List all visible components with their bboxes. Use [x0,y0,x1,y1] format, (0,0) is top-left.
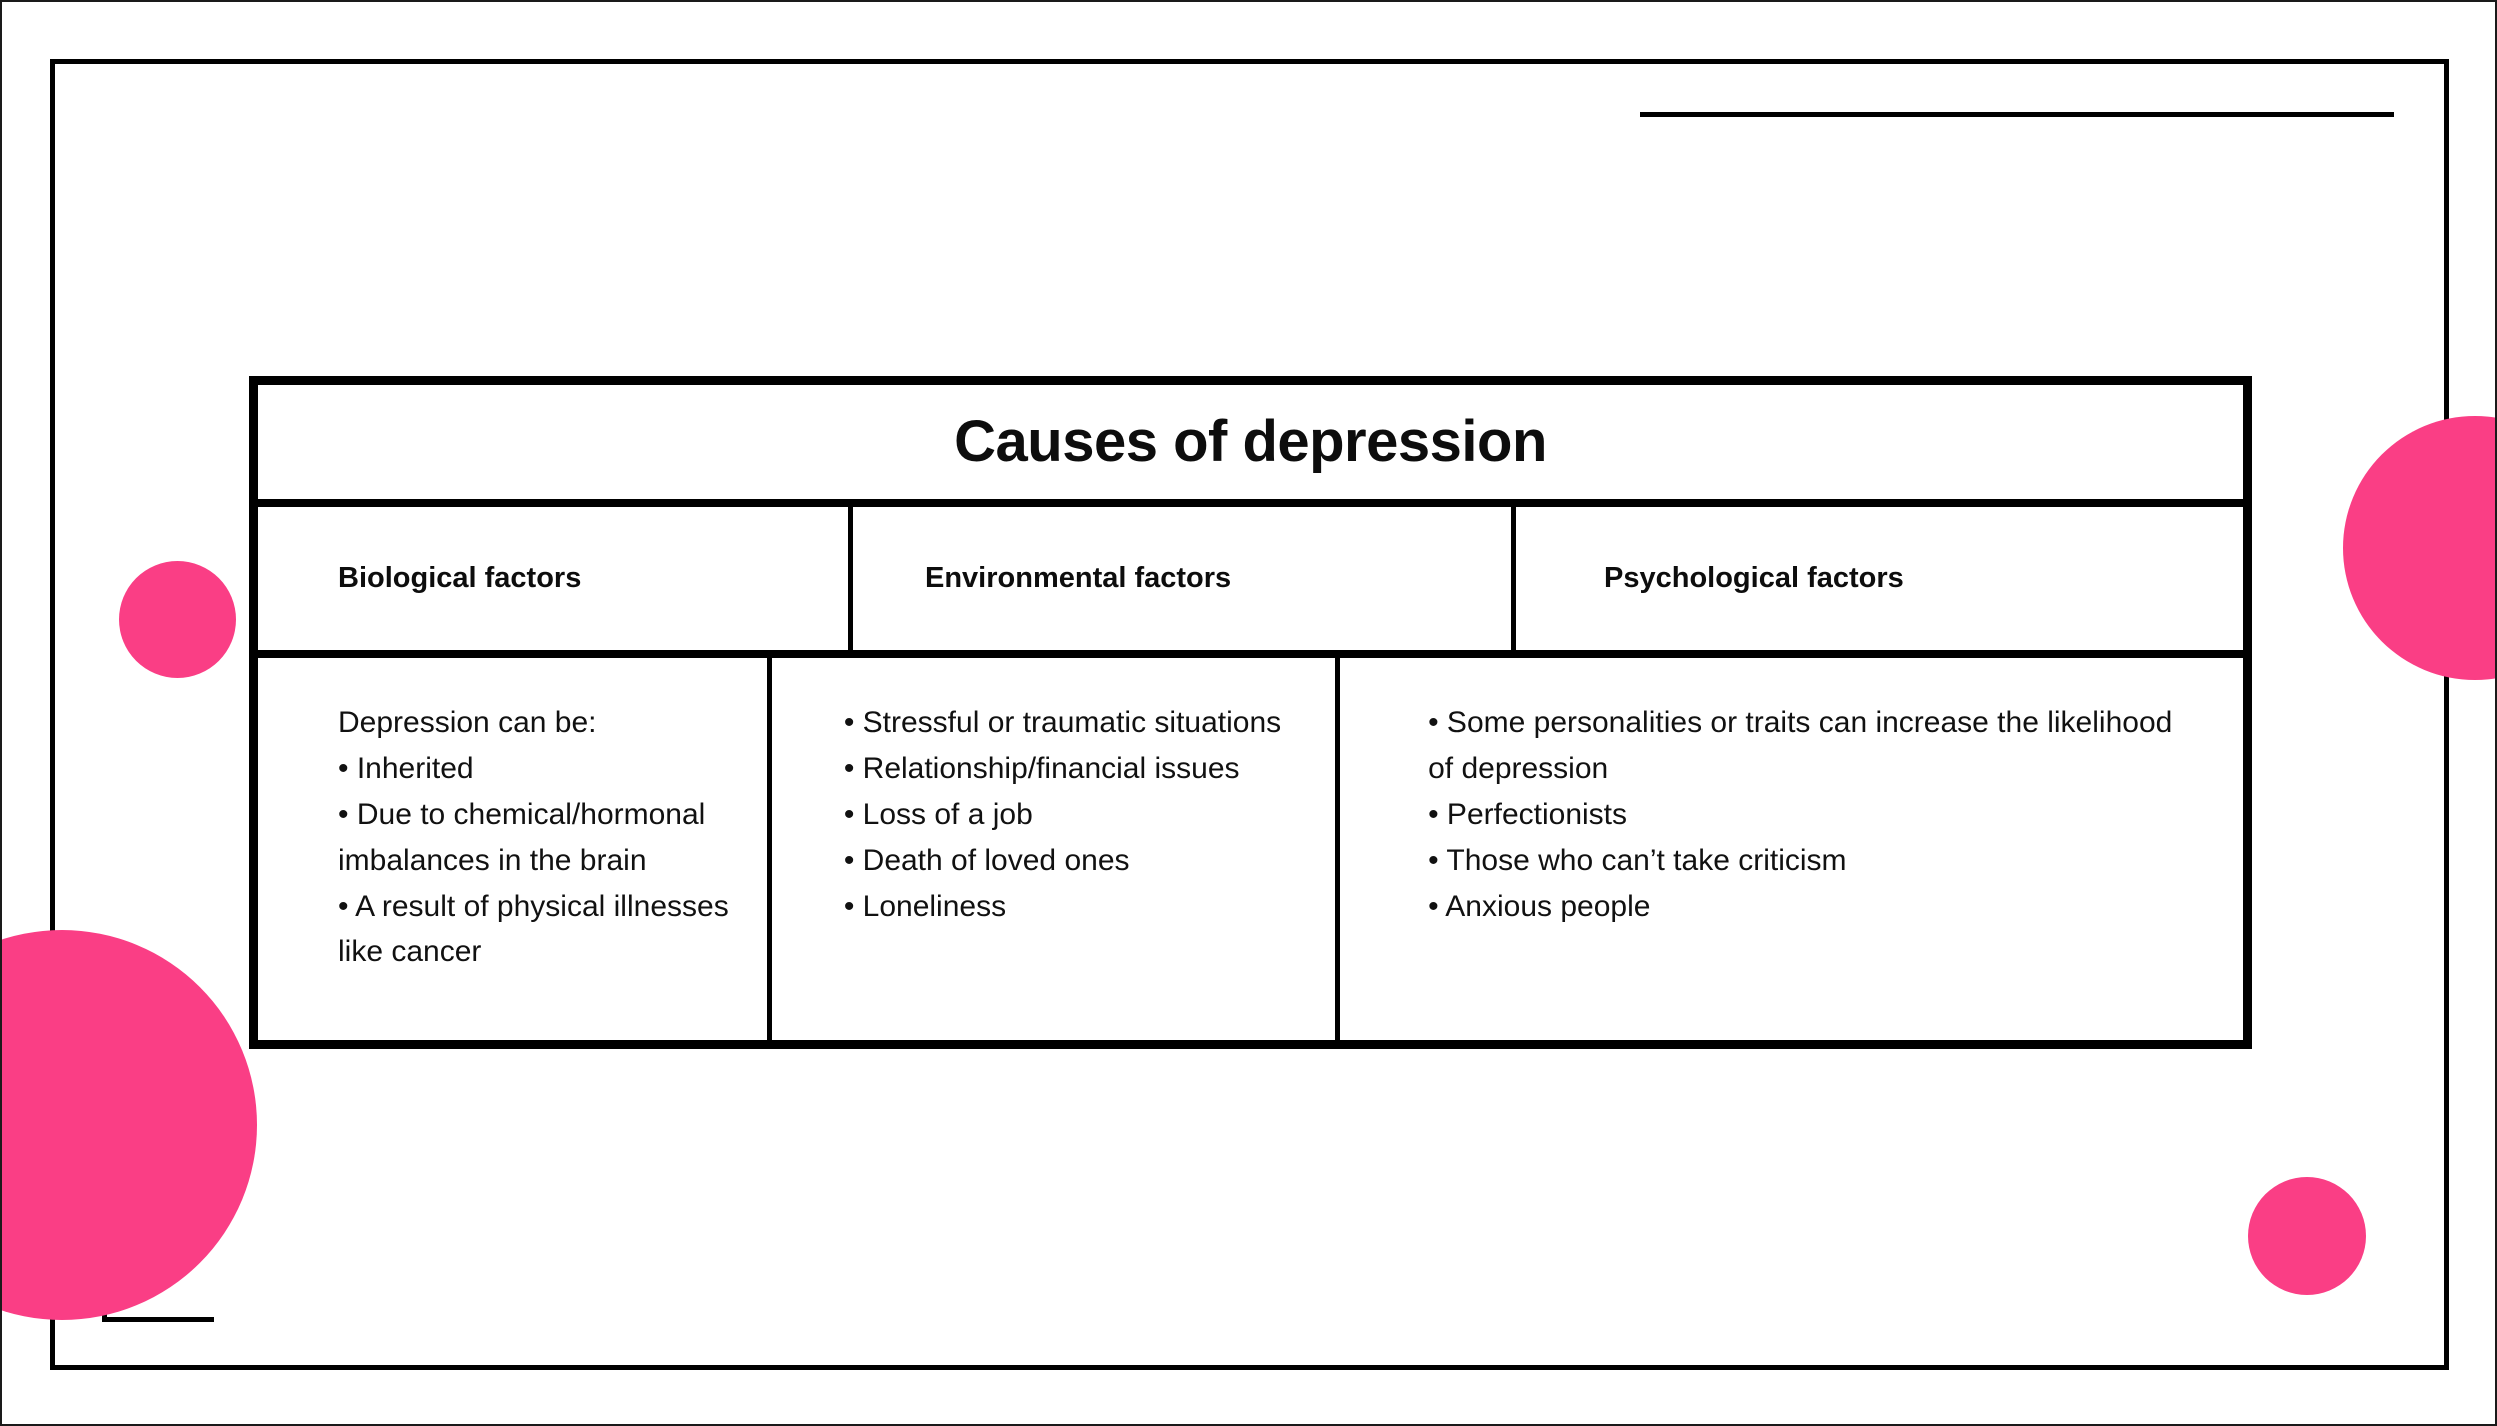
table-header-row: Biological factors Environmental factors… [258,507,2243,658]
accent-circle-large-left [2,930,257,1320]
accent-circle-large-right [2343,416,2495,680]
table-header-cell-environmental: Environmental factors [853,507,1516,650]
table-title-row: Causes of depression [258,385,2243,507]
bullet-list-biological: • Inherited • Due to chemical/hormonal i… [338,746,737,975]
list-item: • Due to chemical/hormonal imbalances in… [338,797,706,877]
table-body-cell-environmental: • Stressful or traumatic situations • Re… [772,658,1341,1042]
column-header-label: Environmental factors [925,562,1232,594]
table-header-cell-psychological: Psychological factors [1516,507,2243,650]
list-item: • Stressful or traumatic situations [843,706,1282,739]
table-title: Causes of depression [954,409,1547,474]
table-header-cell-biological: Biological factors [258,507,853,650]
list-item: • Relationship/financial issues [843,751,1240,785]
list-item: • Loss of a job [843,797,1033,831]
bullet-list-environmental: • Stressful or traumatic situations • Re… [844,700,1309,929]
cell-lead-text: Depression can be: [338,706,597,739]
accent-circle-small-right [2248,1177,2366,1295]
list-item: • Some personalities or traits can incre… [1428,706,2173,785]
top-right-accent-rule [1640,112,2394,117]
table-body-cell-psychological: • Some personalities or traits can incre… [1340,658,2243,1042]
column-header-label: Psychological factors [1604,562,1904,594]
table-body-row: Depression can be: • Inherited • Due to … [258,658,2243,1042]
table-body-cell-biological: Depression can be: • Inherited • Due to … [258,658,772,1042]
bullet-list-psychological: • Some personalities or traits can incre… [1428,700,2203,929]
list-item: • Inherited [338,751,474,785]
list-item: • Loneliness [843,889,1007,923]
list-item: • Death of loved ones [843,843,1130,877]
list-item: • Anxious people [1428,889,1651,923]
causes-of-depression-table: Causes of depression Biological factors … [249,376,2252,1049]
list-item: • Perfectionists [1428,797,1628,831]
list-item: • A result of physical illnesses like ca… [338,889,729,969]
accent-circle-small-left [119,561,236,678]
column-header-label: Biological factors [338,562,582,594]
list-item: • Those who can’t take criticism [1428,843,1847,877]
